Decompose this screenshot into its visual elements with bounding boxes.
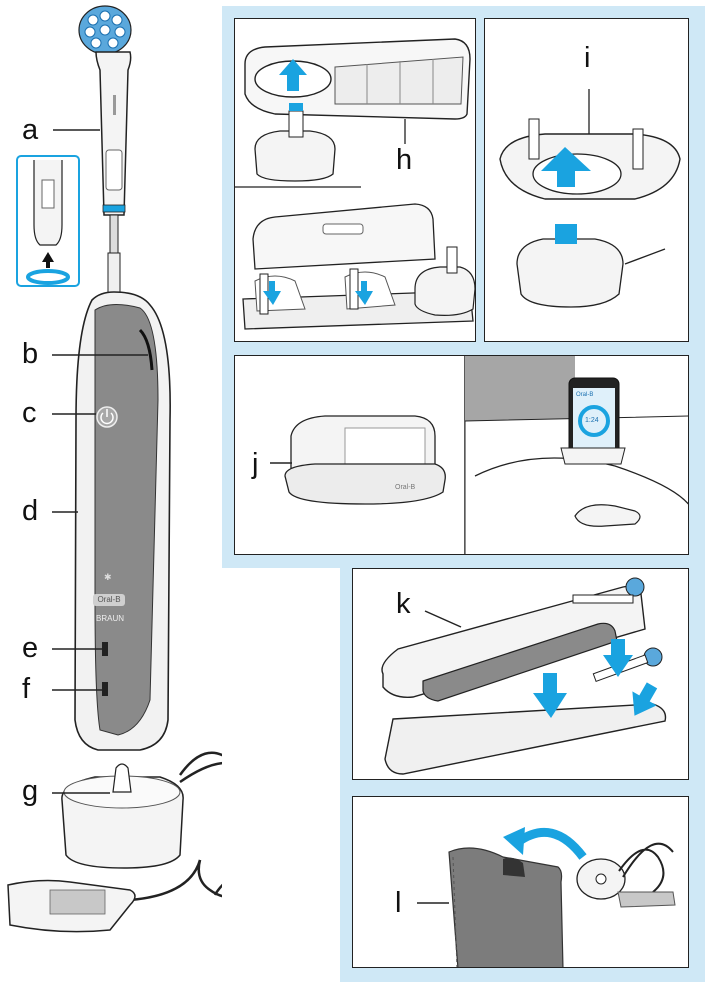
label-i: i <box>584 44 590 73</box>
label-h: h <box>396 146 412 175</box>
panel-j-smartphone-holder: Oral-B 1:24 Oral-B <box>234 355 689 555</box>
label-l: l <box>395 889 401 918</box>
label-b: b <box>22 340 38 369</box>
panel-l-pouch <box>352 796 689 968</box>
label-j: j <box>252 450 258 479</box>
label-a: a <box>22 116 38 145</box>
label-g: g <box>22 777 38 806</box>
left-leader-lines <box>0 0 222 982</box>
label-k: k <box>396 590 411 619</box>
phone-brand: Oral-B <box>576 392 593 398</box>
stand-brand: Oral-B <box>395 484 415 491</box>
label-f: f <box>22 675 30 704</box>
label-e: e <box>22 634 38 663</box>
label-d: d <box>22 497 38 526</box>
panel-h-head-holder <box>234 18 476 342</box>
phone-timer: 1:24 <box>585 417 599 424</box>
label-j-leader <box>260 455 300 475</box>
label-c: c <box>22 399 37 428</box>
